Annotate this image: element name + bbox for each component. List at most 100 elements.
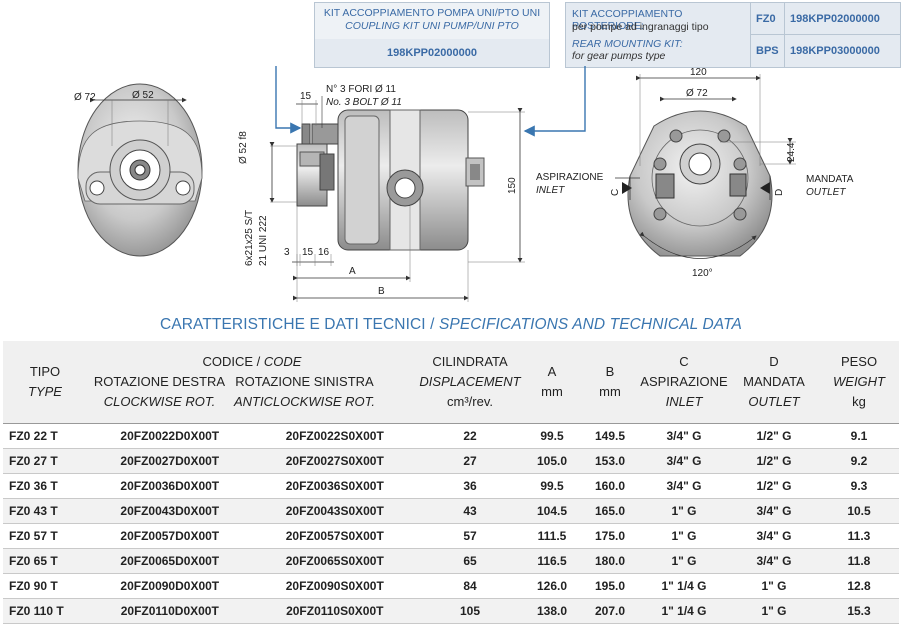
table-cell: 3/4" G <box>639 448 729 474</box>
rear-kit-type-fz0: FZ0 <box>756 13 776 25</box>
table-cell: 65 <box>417 548 523 574</box>
table-cell: 20FZ0110D0X00T <box>87 598 253 624</box>
table-cell: 116.5 <box>523 548 581 574</box>
label-dim16: 16 <box>318 247 330 258</box>
table-cell: 1" G <box>639 548 729 574</box>
rear-view <box>615 74 796 259</box>
rear-leader-line <box>523 65 586 137</box>
table-cell: FZ0 65 T <box>3 548 87 574</box>
table-cell: FZ0 110 T <box>3 598 87 624</box>
table-cell: 3/4" G <box>639 473 729 499</box>
table-cell: 1/2" G <box>729 448 819 474</box>
table-cell: 126.0 <box>523 573 581 599</box>
table-cell: 3/4" G <box>729 548 819 574</box>
side-view <box>269 96 525 302</box>
table-cell: 165.0 <box>581 498 639 524</box>
label-holes-en: No. 3 BOLT Ø 11 <box>326 97 402 108</box>
table-cell: 11.3 <box>819 523 899 549</box>
table-cell: 20FZ0036D0X00T <box>87 473 253 499</box>
rear-kit-box: KIT ACCOPPIAMENTO POSTERIORE: per pompe … <box>565 2 901 68</box>
col-b: B mm <box>581 341 639 424</box>
rear-kit-title-it: KIT ACCOPPIAMENTO POSTERIORE: <box>572 8 683 32</box>
label-d72-right: Ø 72 <box>686 88 708 99</box>
table-cell: 12.8 <box>819 573 899 599</box>
label-dim3: 3 <box>284 247 290 258</box>
table-cell: 22 <box>417 423 523 449</box>
table-cell: 20FZ0027S0X00T <box>252 448 417 474</box>
col-a: A mm <box>523 341 581 424</box>
label-d52-f8: Ø 52 f8 <box>238 131 249 164</box>
col-d: D MANDATA OUTLET <box>729 341 819 424</box>
table-cell: 36 <box>417 473 523 499</box>
label-outlet-en: OUTLET <box>806 187 846 198</box>
coupling-kit-box: KIT ACCOPPIAMENTO POMPA UNI/PTO UNI COUP… <box>314 2 550 68</box>
rear-kit-title-en: REAR MOUNTING KIT: <box>572 38 683 50</box>
table-cell: 138.0 <box>523 598 581 624</box>
table-cell: 1/2" G <box>729 473 819 499</box>
table-cell: 104.5 <box>523 498 581 524</box>
table-cell: 160.0 <box>581 473 639 499</box>
table-cell: 1" 1/4 G <box>639 573 729 599</box>
label-dimB: B <box>378 286 385 297</box>
rear-kit-subtitle-it: per pompe ad ingranaggi tipo <box>572 21 709 33</box>
table-cell: 20FZ0022D0X00T <box>87 423 253 449</box>
table-cell: 20FZ0027D0X00T <box>87 448 253 474</box>
table-cell: FZ0 36 T <box>3 473 87 499</box>
table-cell: 57 <box>417 523 523 549</box>
col-peso: PESO WEIGHT kg <box>819 341 899 424</box>
label-inlet-it: ASPIRAZIONE <box>536 172 604 183</box>
table-cell: 20FZ0043D0X00T <box>87 498 253 524</box>
label-shaft-2: 21 UNI 222 <box>258 215 269 266</box>
table-cell: 20FZ0036S0X00T <box>252 473 417 499</box>
table-cell: 20FZ0057S0X00T <box>252 523 417 549</box>
rear-kit-subtitle-en: for gear pumps type <box>572 50 666 62</box>
col-tipo: TIPO TYPE <box>3 341 87 424</box>
table-cell: 153.0 <box>581 448 639 474</box>
table-cell: 3/4" G <box>729 498 819 524</box>
spec-title-it: CARATTERISTICHE E DATI TECNICI / <box>160 316 435 333</box>
coupling-leader-line <box>275 46 318 134</box>
rear-kit-type-bps: BPS <box>756 45 779 57</box>
table-cell: 111.5 <box>523 523 581 549</box>
table-cell: 10.5 <box>819 498 899 524</box>
label-dim15: 15 <box>300 91 312 102</box>
table-cell: 20FZ0022S0X00T <box>252 423 417 449</box>
label-d72-left: Ø 72 <box>74 92 96 103</box>
spec-title: CARATTERISTICHE E DATI TECNICI / SPECIFI… <box>0 316 902 334</box>
table-cell: 20FZ0065S0X00T <box>252 548 417 574</box>
table-cell: 1" G <box>729 573 819 599</box>
table-cell: 180.0 <box>581 548 639 574</box>
label-dimA: A <box>349 266 356 277</box>
table-cell: 43 <box>417 498 523 524</box>
table-cell: FZ0 43 T <box>3 498 87 524</box>
table-cell: 9.3 <box>819 473 899 499</box>
table-cell: 105.0 <box>523 448 581 474</box>
table-cell: 195.0 <box>581 573 639 599</box>
table-cell: 20FZ0090D0X00T <box>87 573 253 599</box>
label-inlet-en: INLET <box>536 185 565 196</box>
label-dimD: D <box>774 188 785 196</box>
table-cell: 1" G <box>639 523 729 549</box>
label-dim24: 24.4 <box>786 142 797 162</box>
table-cell: 11.8 <box>819 548 899 574</box>
label-dimC: C <box>610 188 621 196</box>
table-cell: 15.3 <box>819 598 899 624</box>
table-cell: 1/2" G <box>729 423 819 449</box>
table-cell: 84 <box>417 573 523 599</box>
drawing-svg <box>77 46 796 302</box>
spec-title-en: SPECIFICATIONS AND TECHNICAL DATA <box>438 316 742 333</box>
table-cell: 9.1 <box>819 423 899 449</box>
table-cell: FZ0 90 T <box>3 573 87 599</box>
table-cell: 3/4" G <box>639 423 729 449</box>
label-outlet-it: MANDATA <box>806 174 854 185</box>
table-cell: 1" G <box>639 498 729 524</box>
label-angle120: 120° <box>692 268 713 279</box>
label-dim120: 120 <box>690 67 707 78</box>
